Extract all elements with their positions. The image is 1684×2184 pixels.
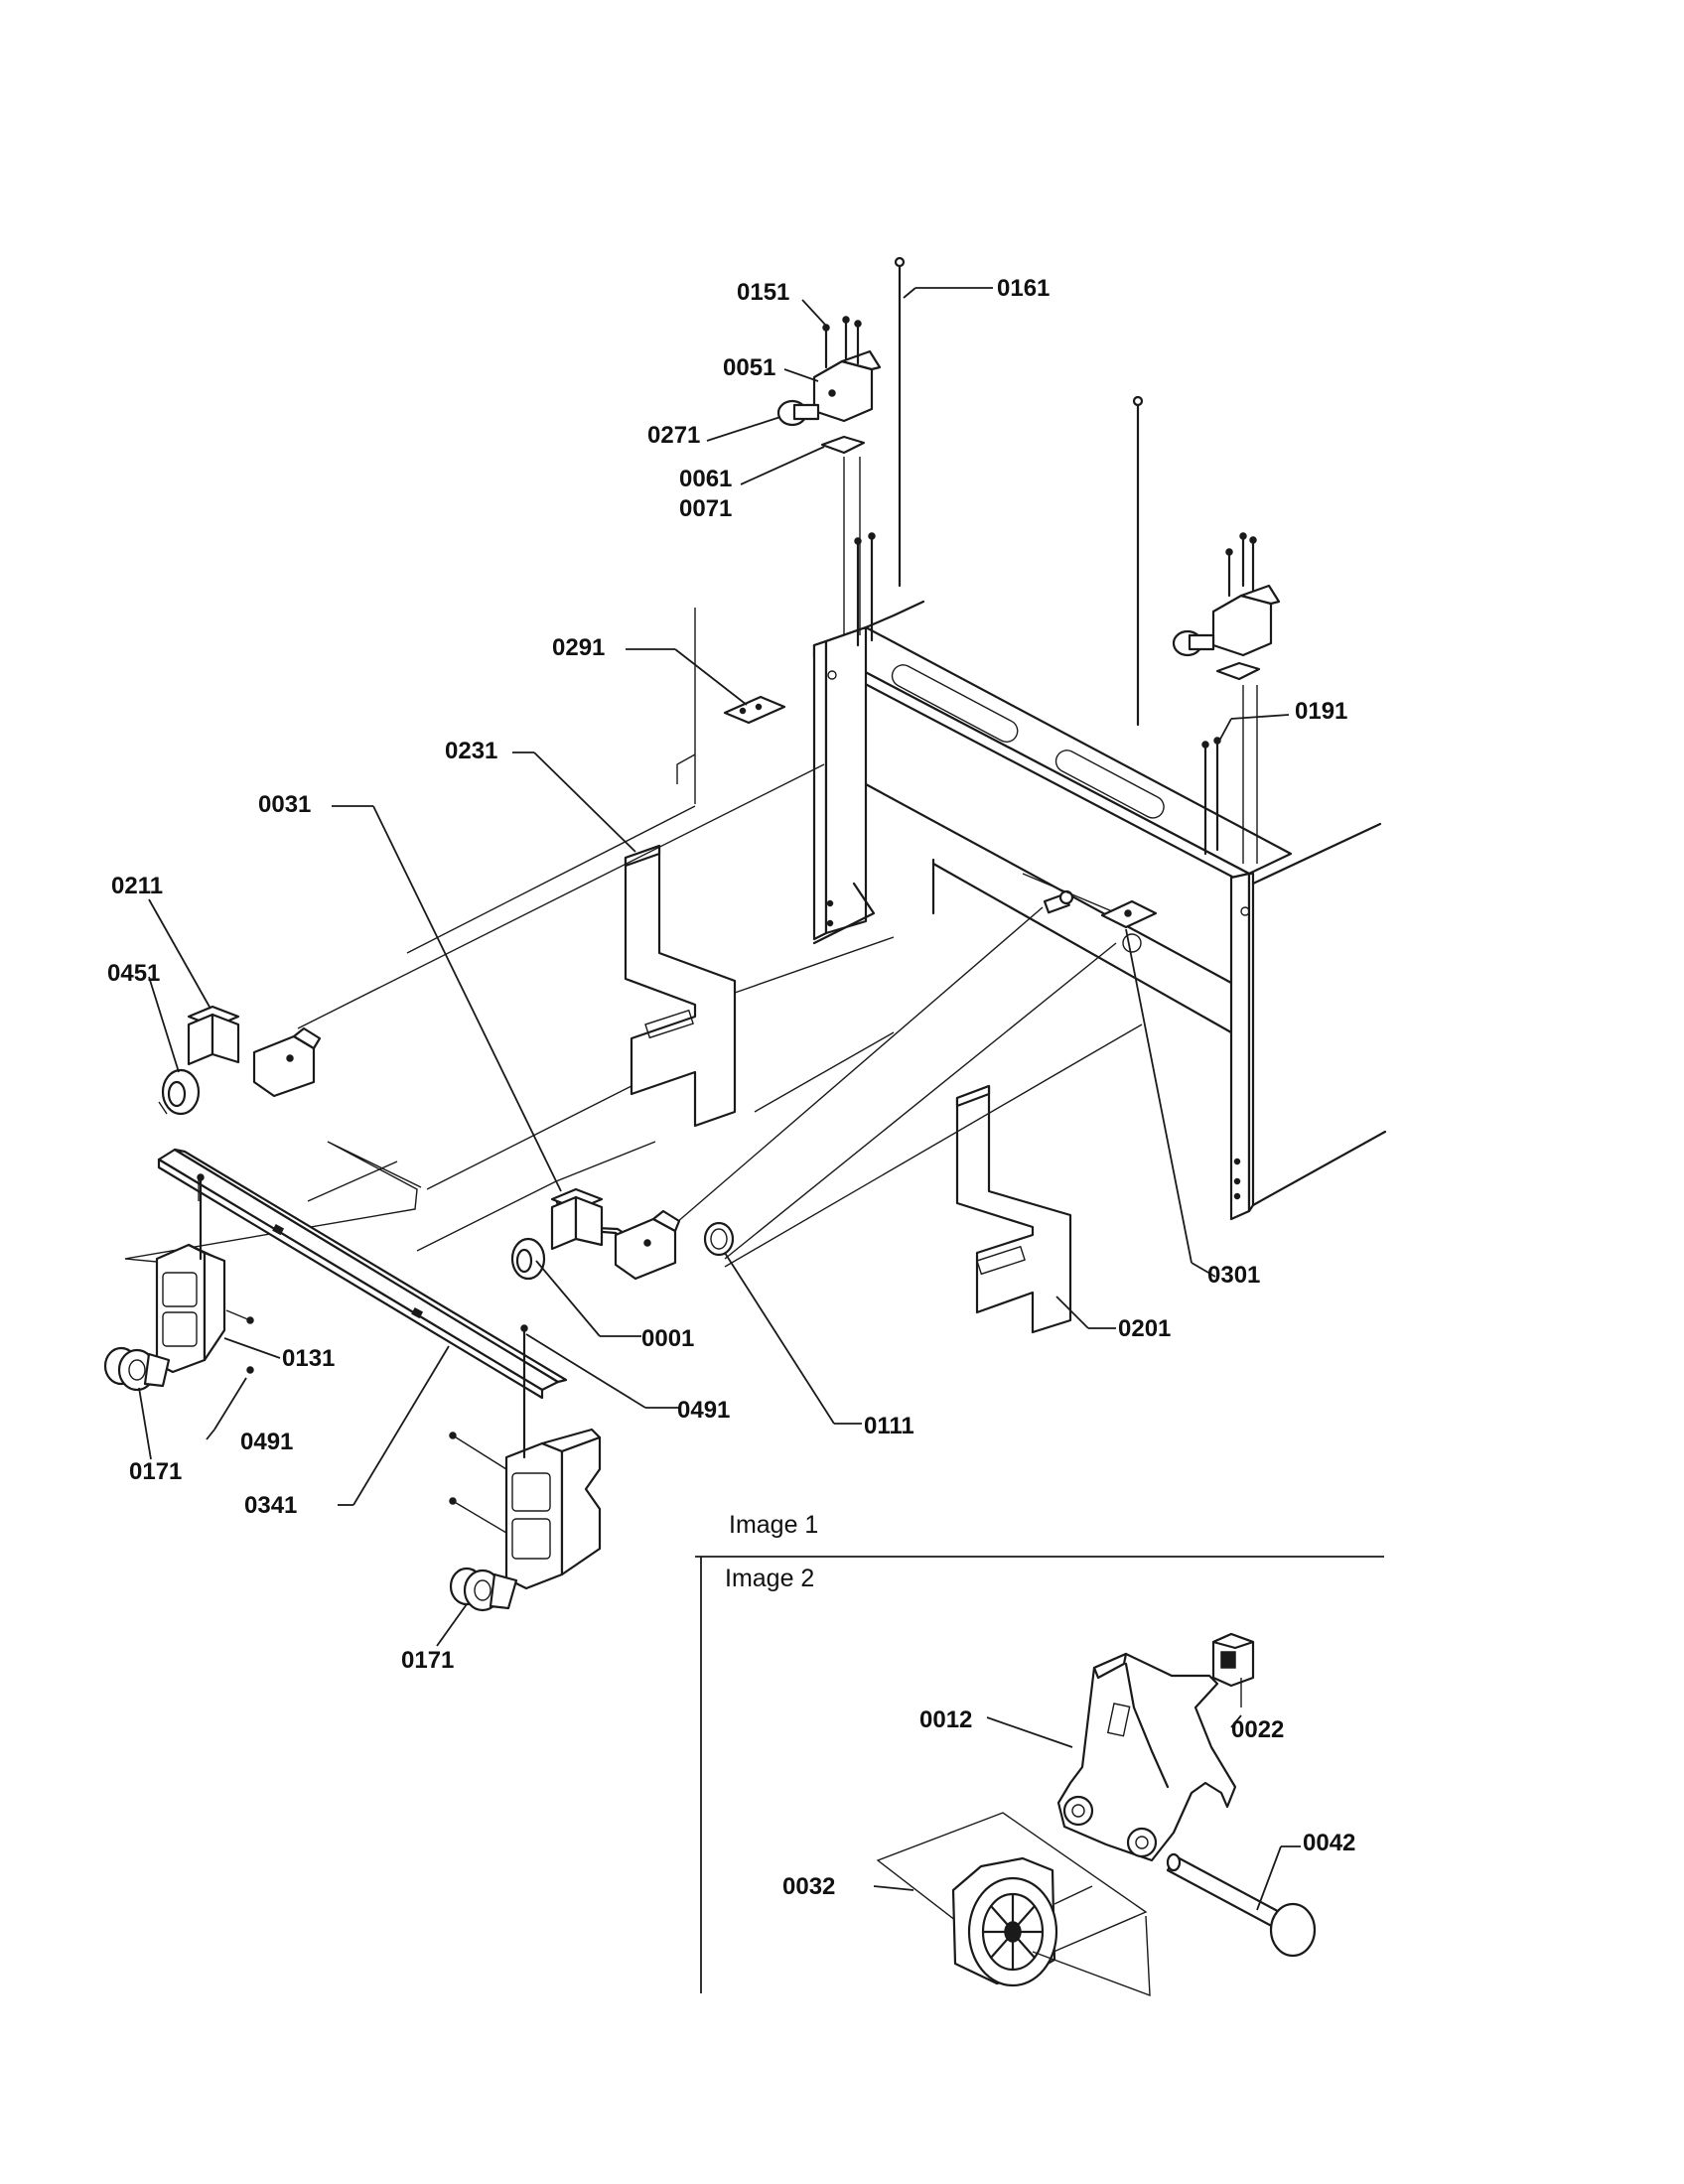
callout-0211: 0211 bbox=[111, 873, 163, 899]
callout-0042: 0042 bbox=[1303, 1830, 1355, 1856]
inset-frames: Image 1 Image 2 bbox=[695, 1511, 1384, 1993]
caster-assembly-left bbox=[158, 1005, 322, 1116]
hinge-bracket-right bbox=[1172, 532, 1281, 864]
callout-0201: 0201 bbox=[1118, 1315, 1171, 1342]
rod-right bbox=[1132, 395, 1144, 727]
caster-0171-right bbox=[449, 1567, 518, 1612]
callout-0012: 0012 bbox=[919, 1706, 972, 1733]
callout-0001: 0001 bbox=[641, 1325, 694, 1352]
leg-bracket-right bbox=[449, 1324, 602, 1590]
inset-image-2-title: Image 2 bbox=[725, 1565, 814, 1592]
plate-0301 bbox=[1100, 899, 1158, 929]
hinge-bracket-0051 bbox=[776, 316, 882, 647]
l-bracket-0201 bbox=[955, 1084, 1072, 1334]
inset-leader-lines bbox=[873, 1714, 1301, 1911]
callout-0301: 0301 bbox=[1207, 1262, 1260, 1289]
crossbar-0341 bbox=[157, 1148, 568, 1400]
callout-0061: 0061 bbox=[679, 466, 732, 492]
callout-0271: 0271 bbox=[647, 422, 700, 449]
cabinet-frame bbox=[812, 600, 1387, 1221]
callout-0032: 0032 bbox=[782, 1873, 835, 1900]
caster-assembly-0001 bbox=[510, 1187, 681, 1281]
callout-0071: 0071 bbox=[679, 495, 732, 522]
inset-caster-detail bbox=[876, 1632, 1317, 1997]
callout-0171-right: 0171 bbox=[401, 1647, 454, 1674]
leader-lines bbox=[138, 287, 1290, 1647]
callout-0171-left: 0171 bbox=[129, 1458, 182, 1485]
callout-0131: 0131 bbox=[282, 1345, 335, 1372]
l-bracket-0231 bbox=[624, 844, 737, 1128]
callout-0161: 0161 bbox=[997, 275, 1050, 302]
inset-image-1-title: Image 1 bbox=[729, 1511, 818, 1539]
leg-bracket-0131 bbox=[155, 1173, 254, 1374]
callout-0111: 0111 bbox=[864, 1413, 914, 1439]
callout-0491-right: 0491 bbox=[677, 1397, 730, 1424]
callout-0191: 0191 bbox=[1295, 698, 1347, 725]
callout-0291: 0291 bbox=[552, 634, 605, 661]
callout-0341: 0341 bbox=[244, 1492, 297, 1519]
explosion-guide-lines bbox=[124, 608, 1143, 1268]
callout-0451: 0451 bbox=[107, 960, 160, 987]
callout-0022: 0022 bbox=[1231, 1716, 1284, 1743]
callout-0231: 0231 bbox=[445, 738, 497, 764]
callout-0051: 0051 bbox=[723, 354, 775, 381]
callout-0491-left: 0491 bbox=[240, 1429, 293, 1455]
rod-0161 bbox=[894, 256, 906, 588]
callout-0031: 0031 bbox=[258, 791, 311, 818]
caster-0171-left bbox=[103, 1346, 171, 1392]
plate-0291 bbox=[723, 695, 786, 725]
callout-labels: 0151 0161 0051 0271 0061 0071 0291 0191 … bbox=[107, 275, 1347, 1674]
inset-callout-labels: 0012 0022 0042 0032 bbox=[782, 1706, 1355, 1900]
ring-0111 bbox=[703, 1221, 735, 1257]
callout-0151: 0151 bbox=[737, 279, 789, 306]
